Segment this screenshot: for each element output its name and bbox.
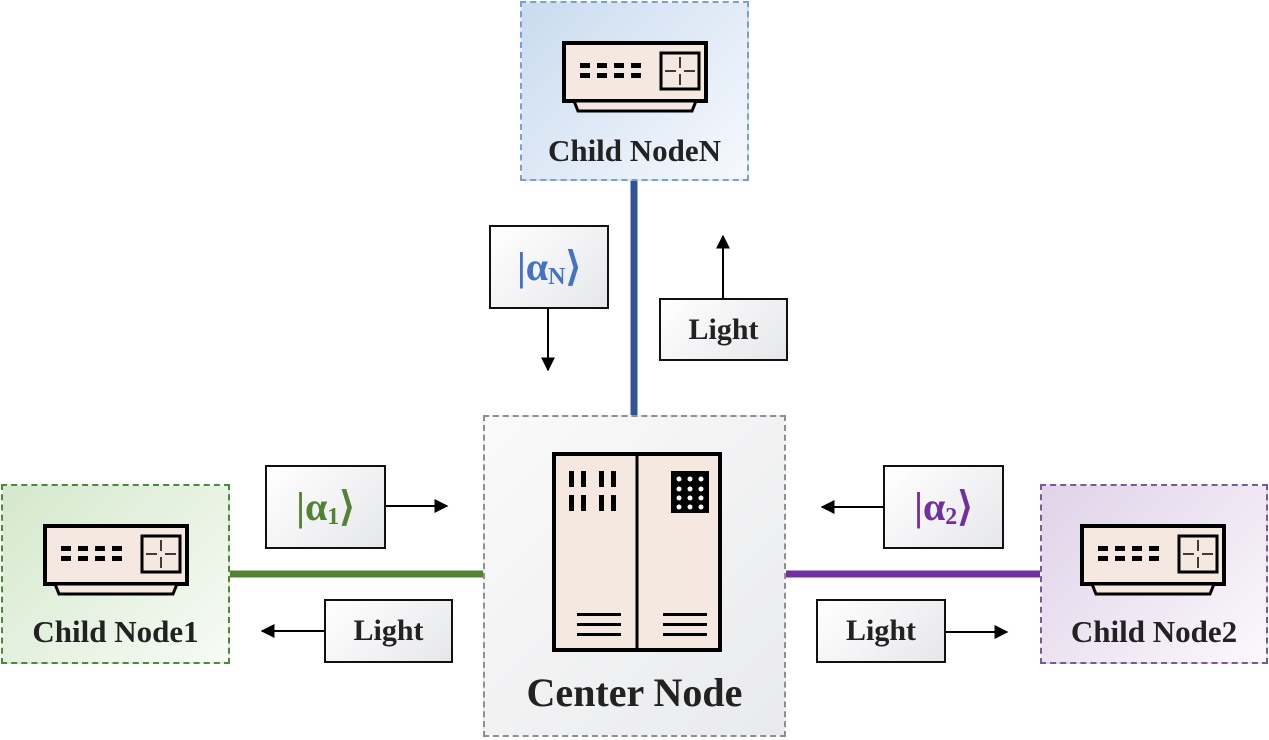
network-switch-icon bbox=[43, 524, 189, 596]
signal-light-n: Light bbox=[659, 298, 788, 361]
ket-alpha-n: |αN⟩ bbox=[516, 244, 582, 290]
center-node-label: Center Node bbox=[526, 670, 743, 715]
child-node-2: Child Node2 bbox=[1040, 484, 1268, 664]
child-node-1: Child Node1 bbox=[1, 484, 230, 664]
light-n-label: Light bbox=[688, 312, 759, 346]
child-node-2-label: Child Node2 bbox=[1070, 614, 1238, 649]
network-switch-icon bbox=[562, 41, 708, 113]
light-1-label: Light bbox=[353, 614, 424, 647]
ket-alpha-1: |α1⟩ bbox=[296, 484, 355, 530]
signal-alpha-2: |α2⟩ bbox=[883, 465, 1004, 549]
signal-light-1: Light bbox=[324, 599, 453, 663]
network-switch-icon bbox=[1080, 524, 1226, 596]
child-node-n: Child NodeN bbox=[520, 1, 749, 181]
ket-alpha-2: |α2⟩ bbox=[914, 484, 973, 530]
child-node-n-label: Child NodeN bbox=[547, 133, 722, 168]
center-node: Center Node bbox=[483, 415, 786, 737]
signal-alpha-1: |α1⟩ bbox=[265, 465, 386, 549]
server-rack-icon bbox=[552, 452, 722, 652]
signal-alpha-n: |αN⟩ bbox=[489, 225, 609, 309]
signal-light-2: Light bbox=[816, 599, 946, 663]
light-2-label: Light bbox=[845, 614, 917, 647]
child-node-1-label: Child Node1 bbox=[32, 614, 199, 649]
